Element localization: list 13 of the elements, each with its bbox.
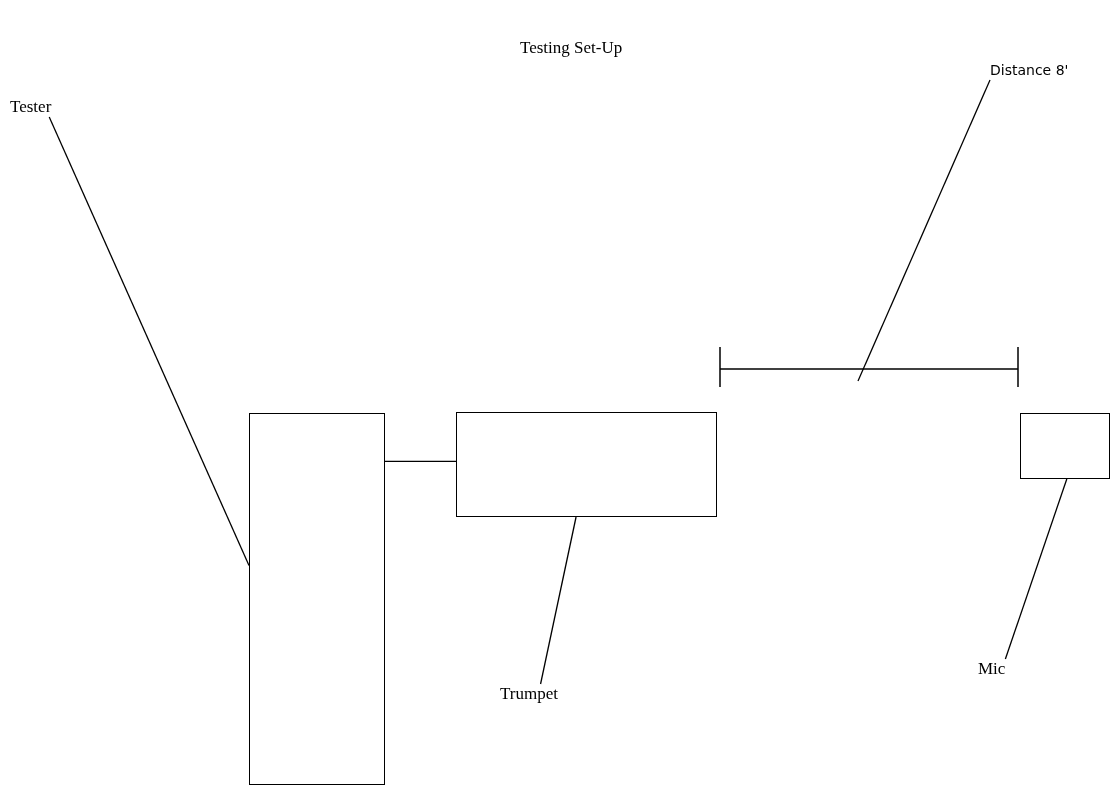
- trumpet-box: [456, 412, 717, 517]
- part-label: Tester: [10, 97, 52, 117]
- mic-box: [1020, 413, 1110, 479]
- dimension-text: Distance 8': [990, 60, 1069, 80]
- part-label: Mic: [978, 659, 1006, 679]
- leader-line: [857, 79, 991, 382]
- title: Testing Set-Up: [520, 38, 623, 58]
- leader-line: [1004, 478, 1068, 660]
- connector-line: [384, 460, 457, 462]
- leader-line: [48, 116, 250, 567]
- part-label: Trumpet: [500, 684, 558, 704]
- leader-line: [539, 516, 577, 685]
- tester-box: [249, 413, 385, 785]
